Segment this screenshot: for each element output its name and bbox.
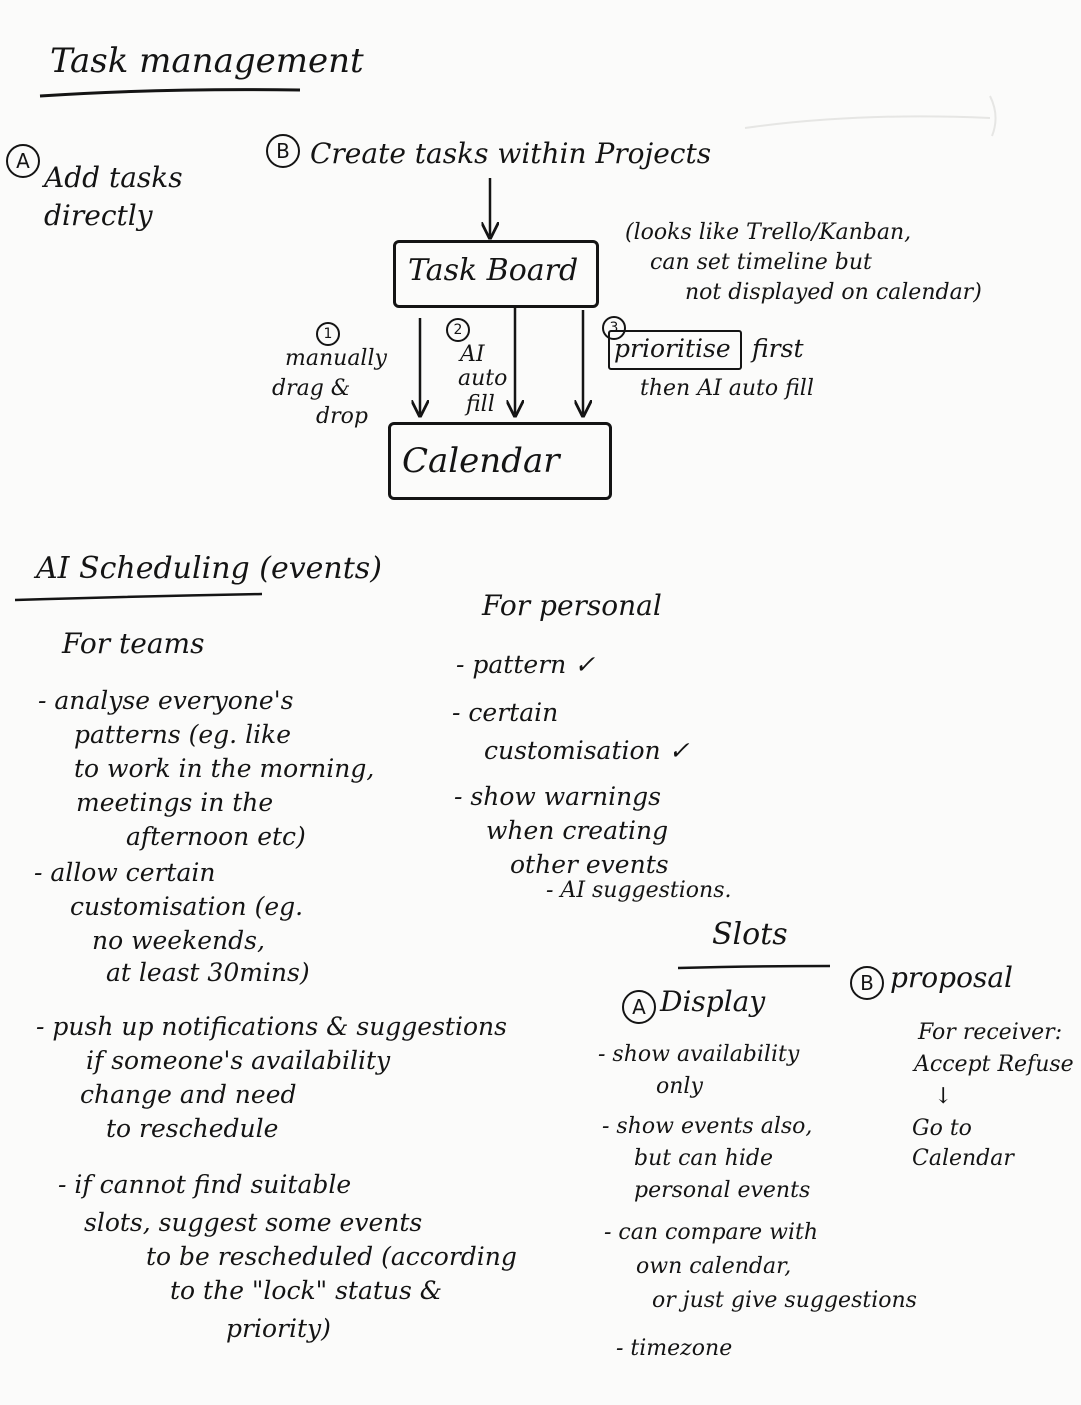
teams-item2-line3: no weekends, bbox=[92, 926, 265, 955]
proposal-marker: B bbox=[850, 966, 884, 1000]
path2-marker: 2 bbox=[446, 318, 470, 342]
personal-item3-line1: - show warnings bbox=[454, 782, 662, 811]
proposal-line4: Calendar bbox=[912, 1146, 1014, 1171]
teams-item4-line5: priority) bbox=[226, 1314, 331, 1343]
option-a-marker: A bbox=[6, 144, 40, 178]
page-heading: Task management bbox=[50, 41, 364, 81]
teams-item2-line1: - allow certain bbox=[34, 858, 216, 887]
proposal-line1: For receiver: bbox=[918, 1020, 1063, 1045]
personal-item4-line1: - AI suggestions. bbox=[546, 878, 732, 903]
teams-item3-line1: - push up notifications & suggestions bbox=[36, 1012, 507, 1041]
teams-item1-line5: afternoon etc) bbox=[126, 822, 306, 851]
teams-item2-line4: at least 30mins) bbox=[106, 958, 310, 987]
proposal-line2: Accept Refuse bbox=[914, 1052, 1074, 1077]
prioritise-box bbox=[608, 330, 742, 370]
teams-item3-line3: change and need bbox=[80, 1080, 297, 1109]
path3-line2: then AI auto fill bbox=[640, 376, 814, 401]
task-board-box bbox=[393, 240, 599, 308]
proposal-line3: Go to bbox=[912, 1116, 972, 1141]
personal-heading: For personal bbox=[482, 589, 662, 622]
teams-item4-line3: to be rescheduled (according bbox=[146, 1242, 517, 1271]
personal-item3-line2: when creating bbox=[486, 816, 669, 845]
path3-marker: 3 bbox=[602, 316, 626, 340]
path1-line2: drag & bbox=[272, 376, 351, 401]
path2-line2: auto bbox=[458, 366, 508, 391]
display-marker: A bbox=[622, 990, 656, 1024]
display-item3-line1: - can compare with bbox=[604, 1220, 819, 1245]
path3-rest-text: first bbox=[752, 334, 804, 363]
task-board-note-line1: (looks like Trello/Kanban, bbox=[625, 220, 912, 245]
option-a-line2: directly bbox=[44, 199, 153, 232]
teams-heading: For teams bbox=[62, 627, 205, 660]
display-heading: Display bbox=[660, 985, 766, 1018]
task-board-note-line3: not displayed on calendar) bbox=[685, 280, 982, 305]
personal-item1-line1: - pattern ✓ bbox=[456, 650, 596, 679]
proposal-arrow: ↓ bbox=[934, 1084, 953, 1109]
calendar-box bbox=[388, 422, 612, 500]
path1-marker: 1 bbox=[316, 322, 340, 346]
teams-item1-line4: meetings in the bbox=[76, 788, 274, 817]
slots-heading: Slots bbox=[712, 917, 788, 952]
display-item1-line1: - show availability bbox=[598, 1042, 800, 1067]
teams-item4-line4: to the "lock" status & bbox=[170, 1276, 443, 1305]
personal-item3-line3: other events bbox=[510, 850, 669, 879]
display-item2-line2: but can hide bbox=[634, 1146, 773, 1171]
task-board-note-line2: can set timeline but bbox=[650, 250, 872, 275]
slots-underline bbox=[677, 964, 831, 970]
heading-underline bbox=[39, 88, 301, 98]
display-item3-line3: or just give suggestions bbox=[652, 1288, 917, 1313]
teams-item3-line4: to reschedule bbox=[106, 1114, 279, 1143]
calendar-label: Calendar bbox=[402, 441, 560, 481]
ai-scheduling-underline bbox=[14, 592, 263, 602]
path2-line3: fill bbox=[466, 392, 495, 417]
teams-item1-line1: - analyse everyone's bbox=[38, 686, 294, 715]
display-item2-line1: - show events also, bbox=[602, 1114, 813, 1139]
path1-line1: manually bbox=[285, 346, 387, 371]
erased-note bbox=[744, 95, 997, 137]
teams-item2-line2: customisation (eg. bbox=[70, 892, 304, 921]
personal-item2-line1: - certain bbox=[452, 698, 559, 727]
ai-scheduling-heading: AI Scheduling (events) bbox=[36, 551, 382, 586]
task-board-label: Task Board bbox=[408, 253, 579, 288]
path2-line1: AI bbox=[460, 342, 485, 367]
path1-line3: drop bbox=[316, 404, 368, 429]
teams-item4-line2: slots, suggest some events bbox=[84, 1208, 423, 1237]
teams-item1-line3: to work in the morning, bbox=[74, 754, 375, 783]
display-item1-line2: only bbox=[656, 1074, 703, 1099]
teams-item3-line2: if someone's availability bbox=[86, 1046, 391, 1075]
teams-item4-line1: - if cannot find suitable bbox=[58, 1170, 352, 1199]
path3-boxed-text: prioritise bbox=[614, 334, 731, 363]
proposal-heading: proposal bbox=[890, 961, 1013, 994]
display-item2-line3: personal events bbox=[634, 1178, 811, 1203]
teams-item1-line2: patterns (eg. like bbox=[74, 720, 292, 749]
display-item4-line1: - timezone bbox=[616, 1336, 733, 1361]
display-item3-line2: own calendar, bbox=[636, 1254, 792, 1279]
personal-item2-line2: customisation ✓ bbox=[484, 736, 690, 765]
option-b-marker: B bbox=[266, 134, 300, 168]
option-a-line1: Add tasks bbox=[44, 161, 183, 194]
option-b-text: Create tasks within Projects bbox=[310, 137, 712, 170]
